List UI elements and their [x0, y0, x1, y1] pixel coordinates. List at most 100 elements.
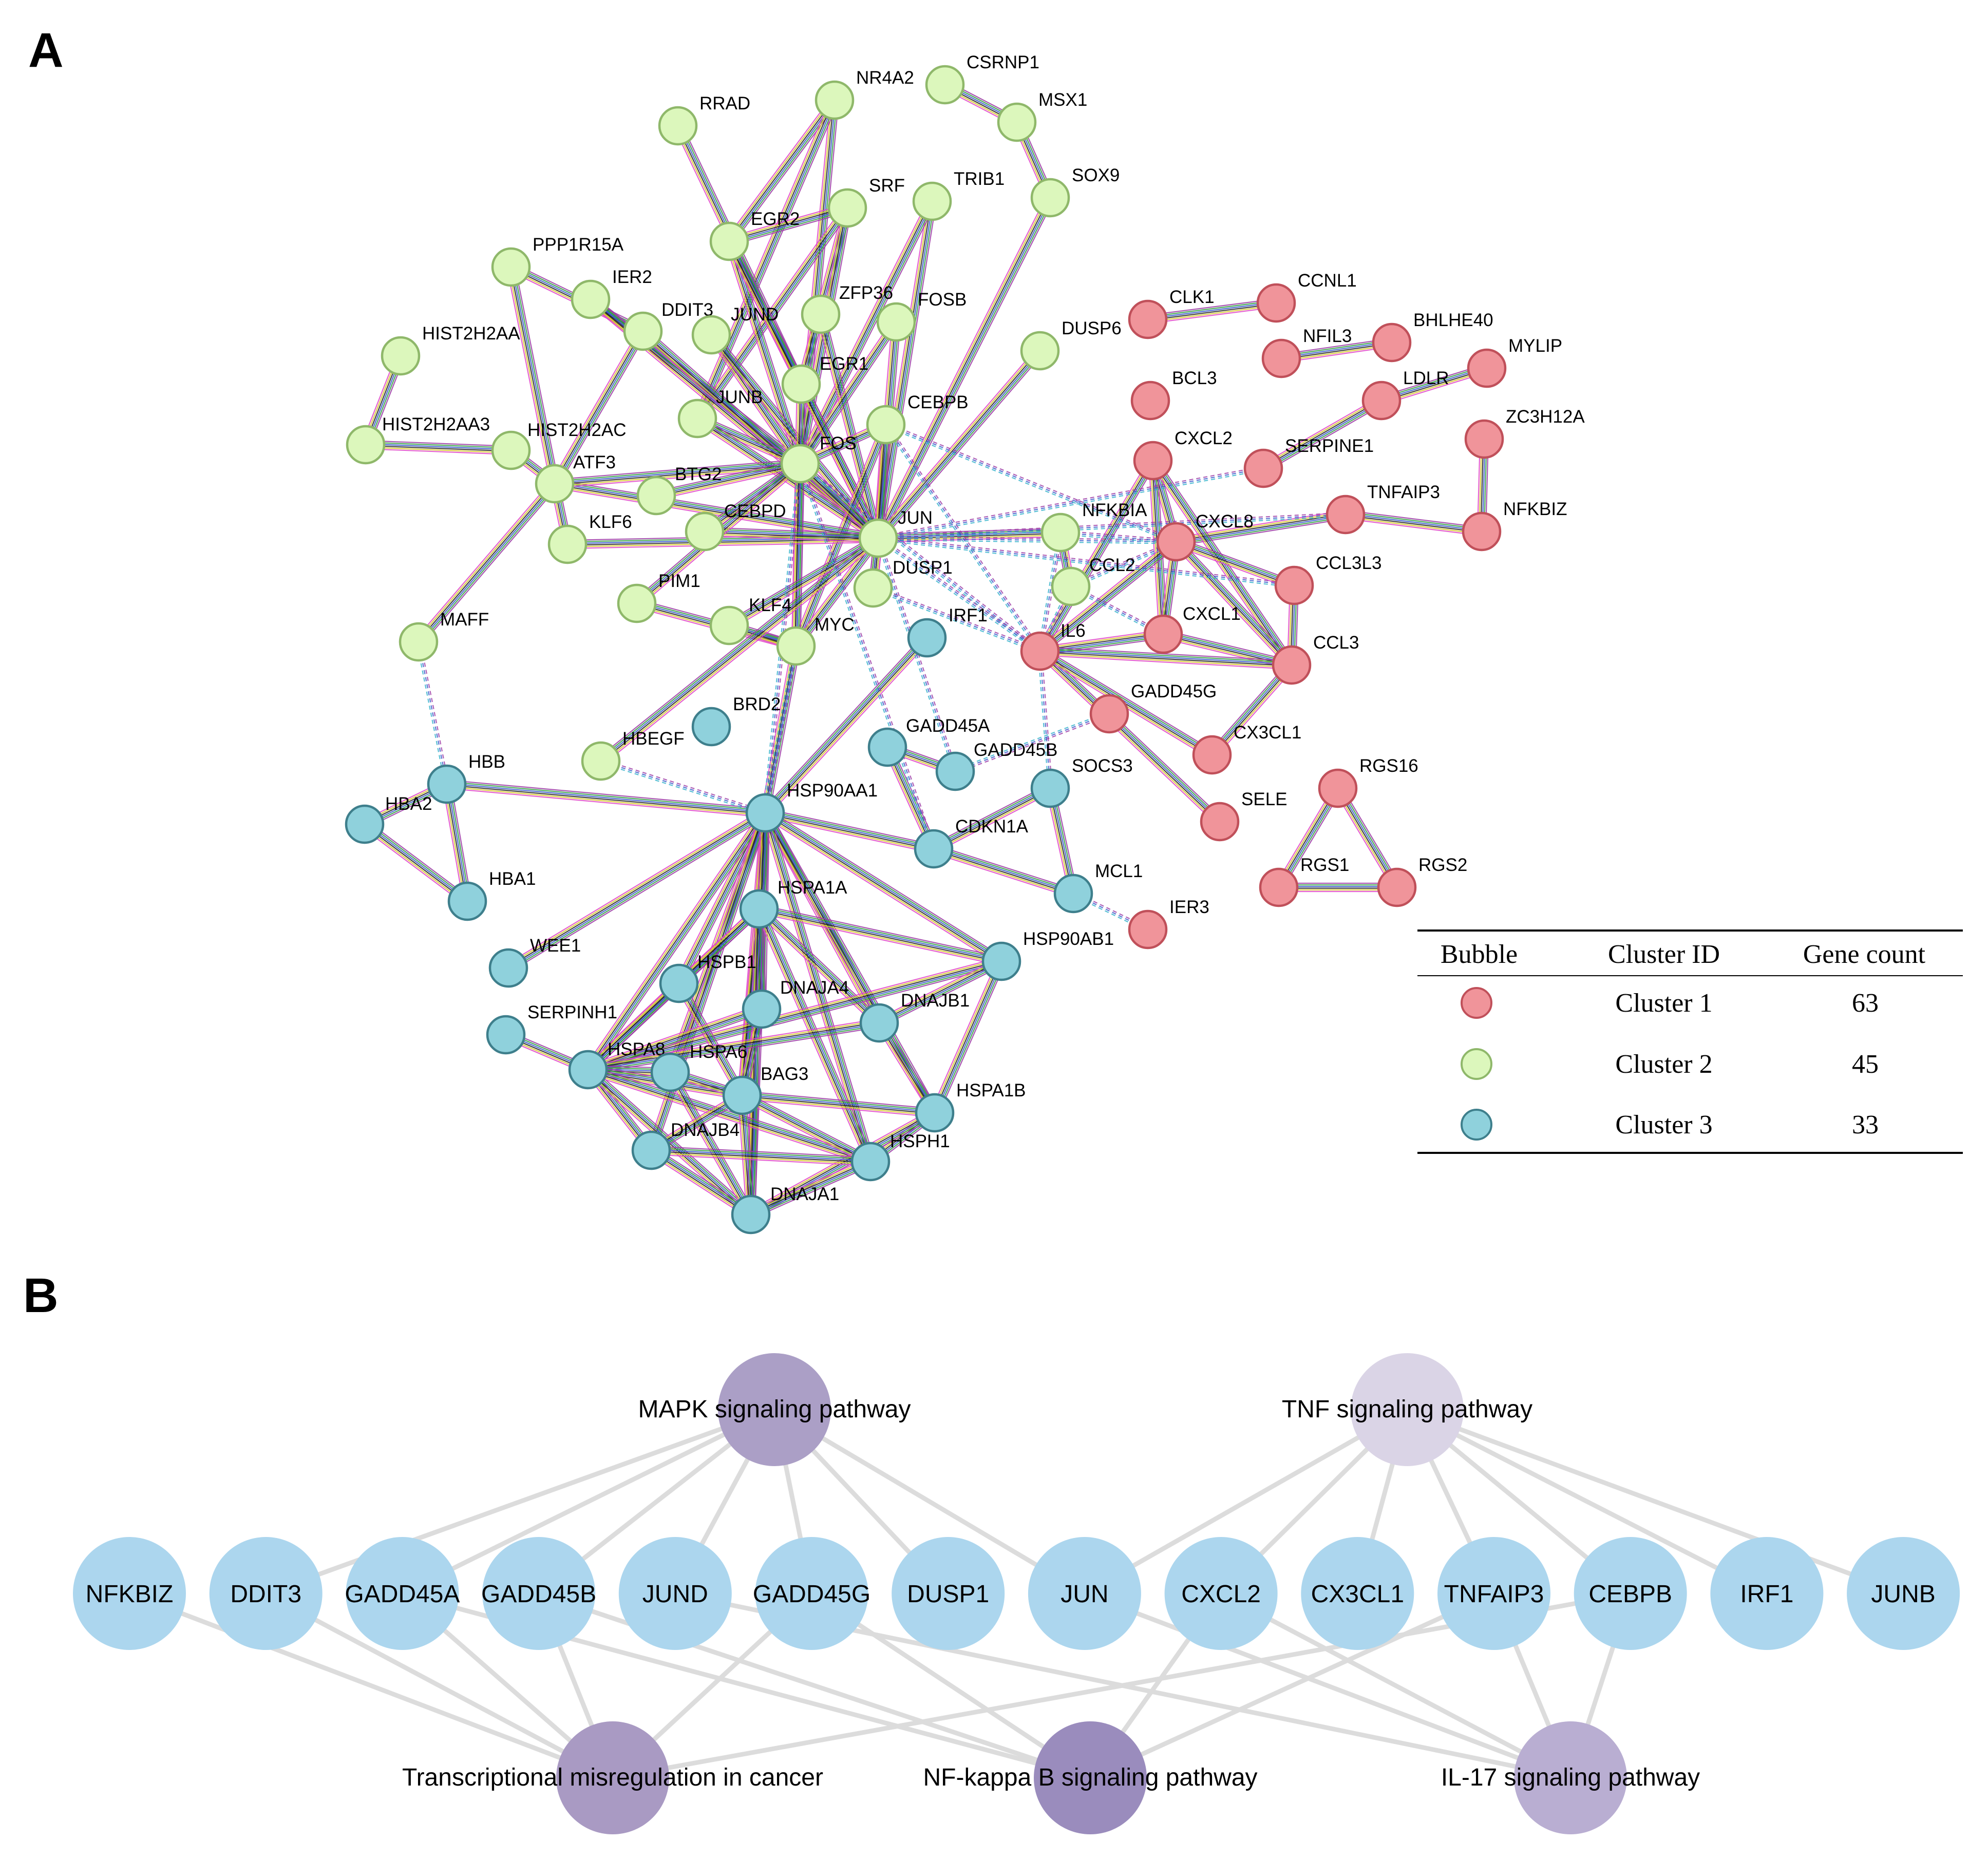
- node-btg2: [636, 476, 676, 516]
- node-label-trib1: TRIB1: [954, 169, 1005, 189]
- node-cx3cl1: [1192, 735, 1232, 775]
- network-edge: [764, 808, 935, 853]
- node-label-nr4a2: NR4A2: [856, 68, 914, 88]
- network-edge: [761, 645, 801, 814]
- gene-node-junb: [1847, 1537, 1960, 1650]
- node-ppp1r15a: [491, 247, 531, 287]
- node-cxcl2: [1133, 441, 1173, 481]
- node-label-srf: SRF: [869, 176, 905, 196]
- node-label-gadd45g: GADD45G: [1131, 681, 1217, 701]
- node-label-csrnp1: CSRNP1: [967, 52, 1039, 72]
- node-label-klf4: KLF4: [749, 595, 792, 615]
- node-rgs16: [1318, 768, 1358, 808]
- node-label-hsp90aa1: HSP90AA1: [787, 781, 878, 801]
- gene-node-nfkbiz: [73, 1537, 186, 1650]
- node-label-nfkbia: NFKBIA: [1082, 500, 1147, 520]
- node-label-fosb: FOSB: [918, 290, 967, 310]
- gene-node-gadd45g: [755, 1537, 868, 1650]
- node-label-hsp90ab1: HSP90AB1: [1023, 929, 1114, 949]
- node-gadd45g: [1089, 694, 1129, 734]
- pathway-edge: [401, 1407, 775, 1596]
- node-bhlhe40: [1372, 322, 1412, 363]
- pathway-edge: [264, 1591, 614, 1780]
- pathway-edge: [773, 1408, 1086, 1596]
- network-edge: [587, 1018, 880, 1074]
- node-label-atf3: ATF3: [573, 452, 616, 472]
- node-label-serpine1: SERPINE1: [1285, 436, 1374, 456]
- node-label-rgs16: RGS16: [1359, 756, 1418, 776]
- node-nfkbia: [1040, 513, 1081, 553]
- node-dnaja4: [742, 989, 782, 1029]
- network-edge: [761, 810, 939, 1115]
- node-serpine1: [1243, 448, 1283, 488]
- node-cxcl8: [1156, 522, 1196, 562]
- node-label-klf6: KLF6: [589, 512, 632, 532]
- gene-label-tnfaip3: TNFAIP3: [1444, 1581, 1544, 1608]
- pathway-label-tnf: TNF signaling pathway: [1282, 1396, 1532, 1423]
- gene-label-junb: JUNB: [1871, 1581, 1935, 1608]
- node-label-cxcl8: CXCL8: [1196, 511, 1254, 532]
- node-label-dnaja1: DNAJA1: [770, 1184, 839, 1204]
- gene-label-dusp1: DUSP1: [907, 1581, 989, 1608]
- node-hbb: [427, 764, 467, 804]
- network-edge: [930, 959, 1006, 1115]
- node-label-hsph1: HSPH1: [890, 1131, 950, 1151]
- node-dusp1: [853, 568, 893, 608]
- node-label-hspa8: HSPA8: [608, 1039, 665, 1059]
- node-label-il6: IL6: [1061, 621, 1086, 641]
- network-edge: [365, 440, 512, 455]
- node-label-hspa1a: HSPA1A: [778, 878, 847, 898]
- network-edge: [649, 1146, 753, 1219]
- network-edge-dashed: [416, 641, 449, 785]
- node-dnajb4: [631, 1130, 671, 1170]
- network-edge-dashed: [878, 466, 1264, 541]
- network-edge: [1208, 661, 1295, 758]
- network-edge: [693, 98, 839, 421]
- node-srf: [827, 188, 867, 228]
- node-cebpd: [685, 511, 725, 552]
- network-edge: [598, 534, 881, 765]
- node-label-cxcl1: CXCL1: [1183, 604, 1241, 624]
- node-cdkn1a: [914, 829, 954, 869]
- node-label-hspa1b: HSPA1B: [956, 1080, 1026, 1100]
- node-label-dusp1: DUSP1: [893, 558, 953, 578]
- network-edge-dashed: [872, 585, 1041, 654]
- network-edge: [877, 957, 1004, 1028]
- network-edge-dashed: [1037, 651, 1053, 789]
- node-hbegf: [581, 741, 621, 781]
- network-edge: [762, 634, 931, 817]
- node-bag3: [722, 1075, 762, 1115]
- node-label-btg2: BTG2: [675, 464, 722, 484]
- pathway-edge: [1084, 1591, 1572, 1780]
- node-atf3: [535, 464, 575, 504]
- node-label-pim1: PIM1: [658, 571, 700, 591]
- pathway-label-nfkb: NF-kappa B signaling pathway: [923, 1764, 1257, 1791]
- node-gadd45b: [935, 751, 975, 791]
- node-gadd45a: [867, 727, 907, 767]
- node-label-egr1: EGR1: [820, 354, 868, 374]
- node-sele: [1200, 802, 1240, 842]
- pathway-label-il17: IL-17 signaling pathway: [1441, 1764, 1700, 1791]
- node-rgs1: [1259, 867, 1299, 907]
- network-edge: [554, 459, 801, 489]
- pathway-label-tmc: Transcriptional misregulation in cancer: [402, 1764, 823, 1791]
- node-zc3h12a: [1464, 419, 1504, 459]
- pathway-edge: [1083, 1408, 1409, 1596]
- node-label-mylip: MYLIP: [1508, 336, 1562, 356]
- node-label-dnaja4: DNAJA4: [780, 978, 849, 998]
- node-label-hbegf: HBEGF: [622, 729, 685, 749]
- node-nfkbiz: [1462, 511, 1502, 552]
- network-edge: [874, 195, 1055, 541]
- network-edge: [584, 810, 769, 1073]
- network-edge-dashed: [884, 423, 1042, 653]
- node-label-junb: JUNB: [716, 387, 763, 407]
- gene-node-tnfaip3: [1437, 1537, 1550, 1650]
- pathway-node-il17: [1514, 1721, 1627, 1834]
- node-dnajb1: [859, 1003, 899, 1043]
- network-edge: [875, 348, 1044, 541]
- node-hspa1a: [739, 889, 779, 929]
- legend-cluster2-count: 45: [1852, 1050, 1879, 1079]
- node-dnaja1: [731, 1194, 771, 1235]
- node-label-msx1: MSX1: [1038, 90, 1087, 110]
- node-label-hbb: HBB: [468, 752, 505, 772]
